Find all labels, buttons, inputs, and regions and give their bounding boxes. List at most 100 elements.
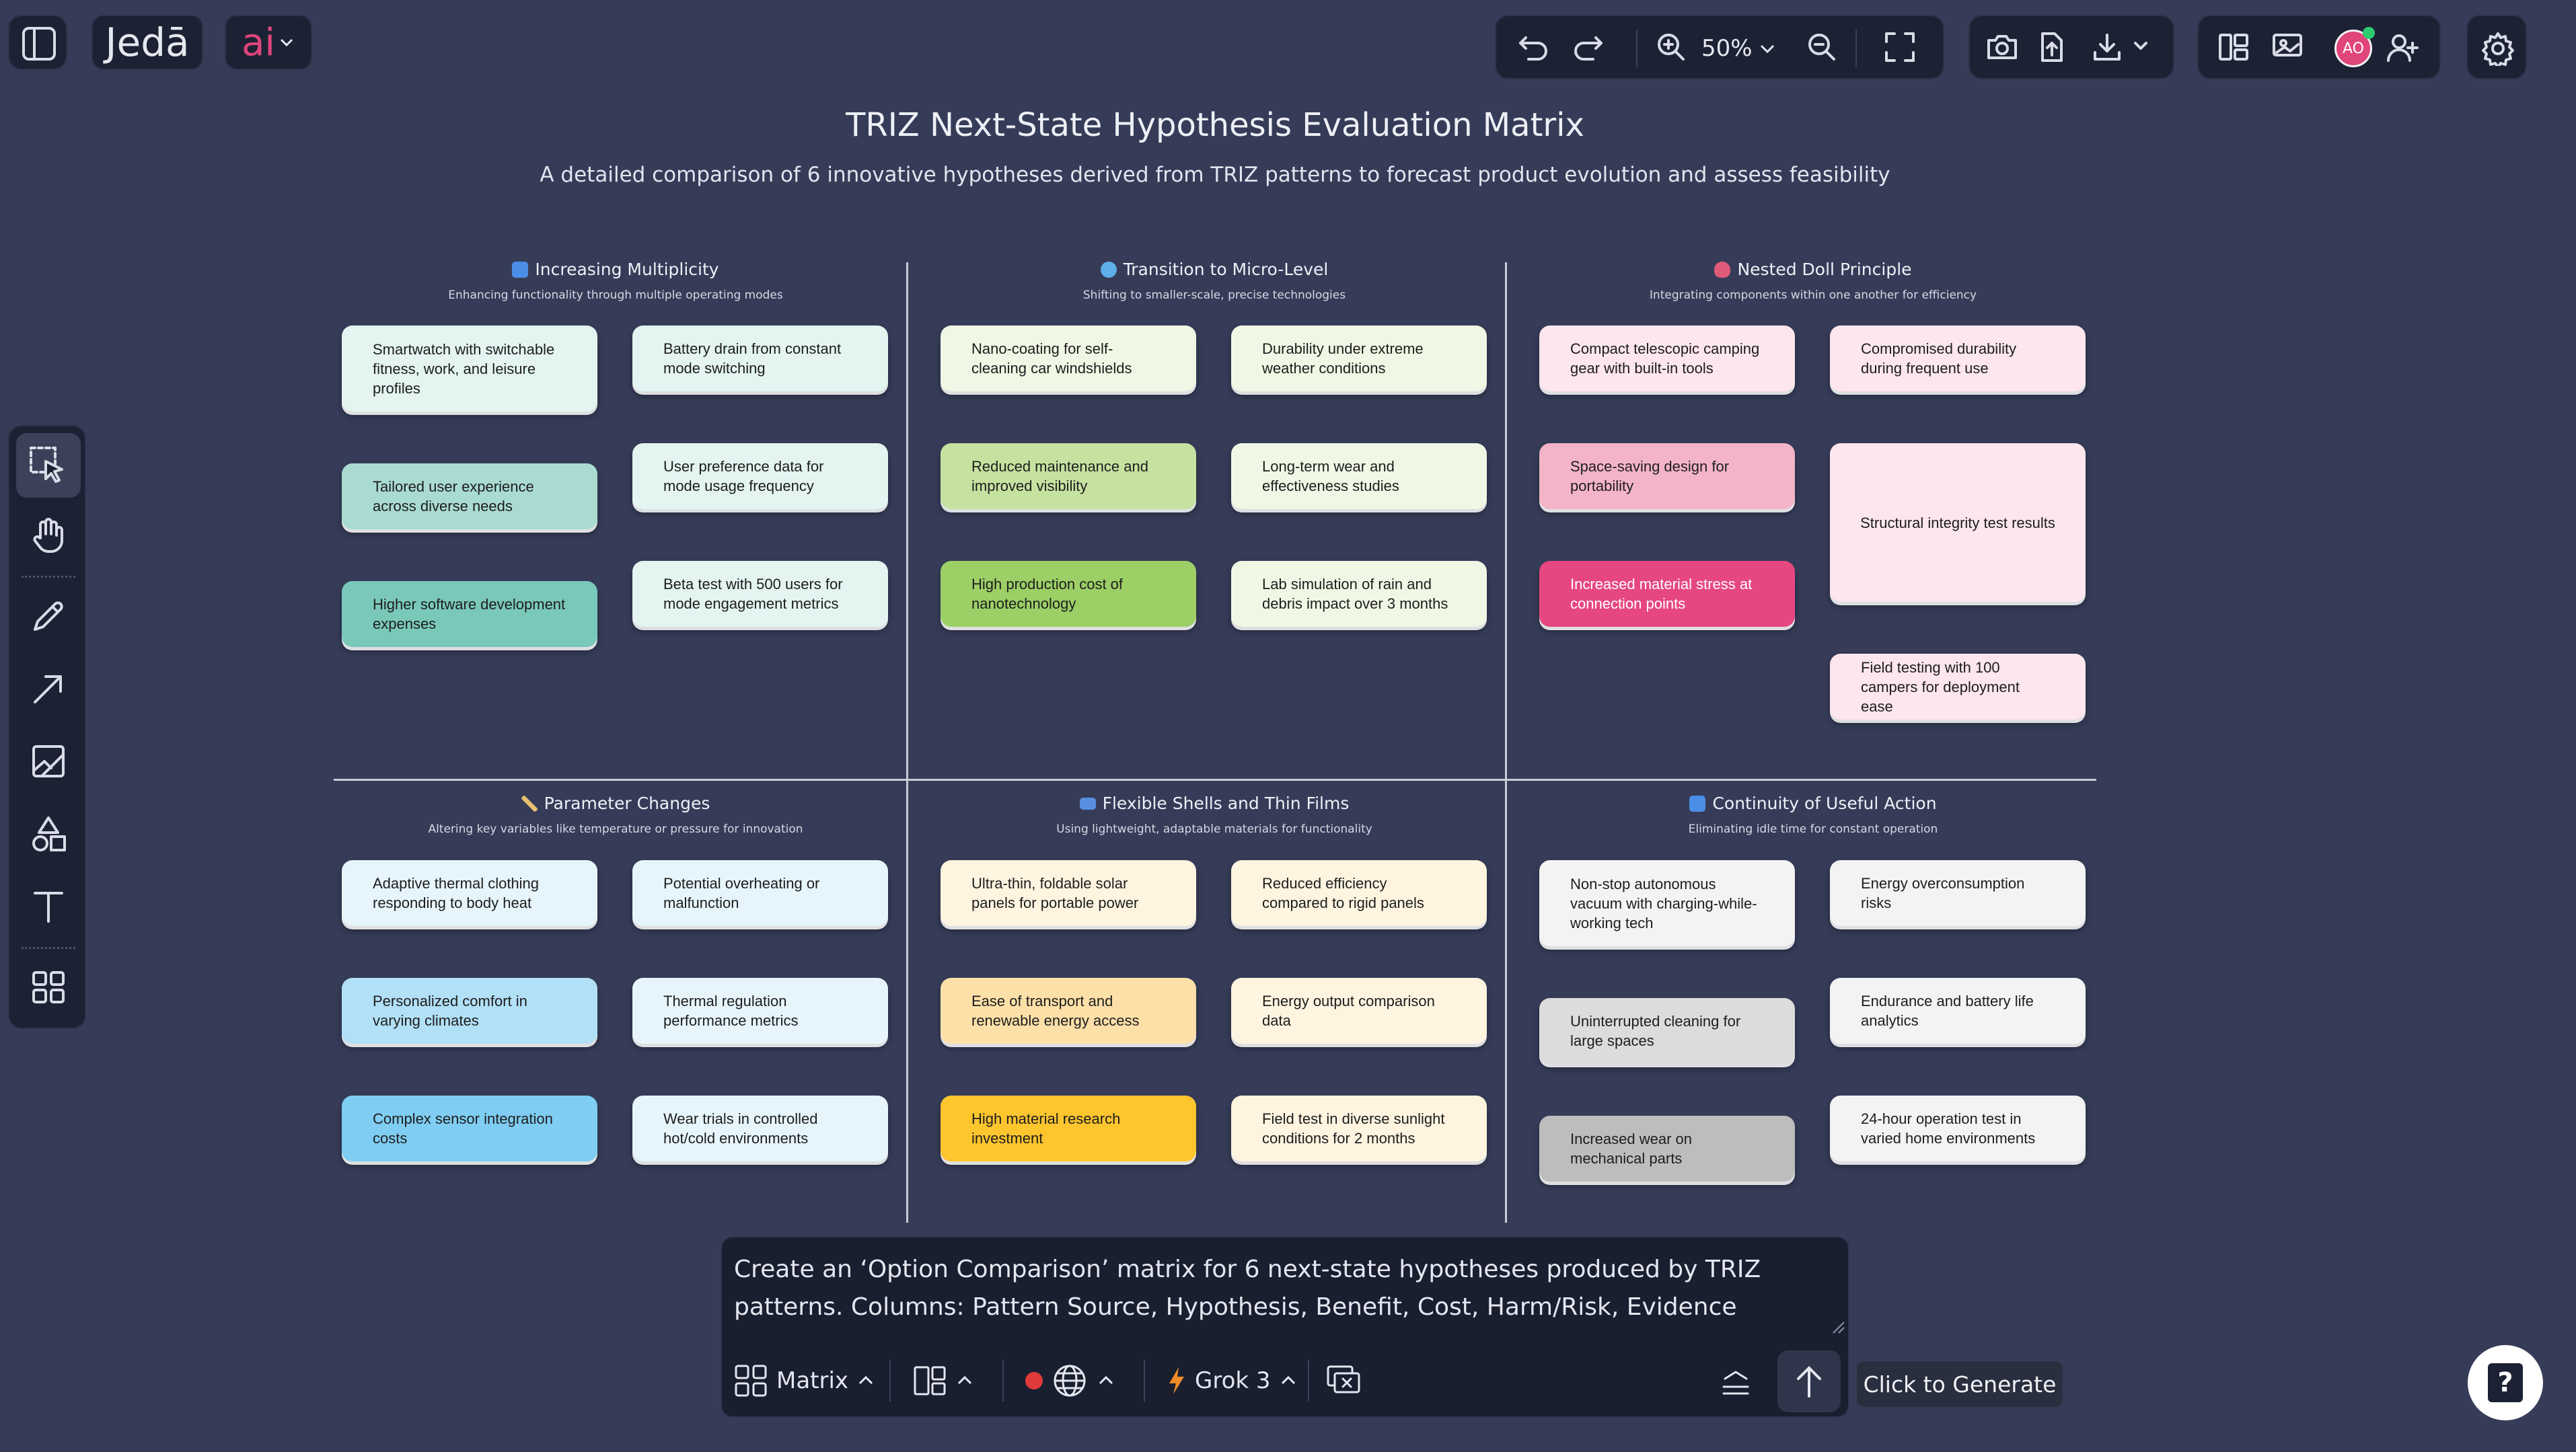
- templates-tool-button[interactable]: [22, 960, 75, 1014]
- app-logo[interactable]: Jedā: [91, 15, 203, 70]
- quadrant-description[interactable]: Eliminating idle time for constant opera…: [1688, 823, 1938, 836]
- sticky-note[interactable]: Field testing with 100 campers for deplo…: [1830, 654, 2086, 720]
- download-menu-button[interactable]: [2083, 26, 2164, 69]
- chevron-down-icon: [278, 34, 295, 51]
- present-button[interactable]: [2266, 26, 2309, 69]
- sticky-note[interactable]: Ultra-thin, foldable solar panels for po…: [941, 860, 1196, 926]
- sticky-note[interactable]: Space-saving design for portability: [1539, 443, 1795, 509]
- quadrant-header: Parameter Changes Altering key variables…: [326, 794, 905, 836]
- arrow-tool-button[interactable]: [22, 662, 75, 716]
- quadrant-description[interactable]: Using lightweight, adaptable materials f…: [1056, 823, 1372, 836]
- sticky-note[interactable]: Field test in diverse sunlight condition…: [1231, 1096, 1487, 1161]
- user-avatar[interactable]: AO: [2334, 30, 2372, 67]
- sticky-note[interactable]: Nano-coating for self-cleaning car winds…: [941, 326, 1196, 391]
- sticky-note[interactable]: Structural integrity test results: [1830, 443, 2086, 602]
- quadrant-title[interactable]: Flexible Shells and Thin Films: [1102, 794, 1350, 813]
- sticky-note[interactable]: Tailored user experience across diverse …: [342, 463, 597, 529]
- sticky-note[interactable]: Reduced efficiency compared to rigid pan…: [1231, 860, 1487, 926]
- sticky-note[interactable]: Compromised durability during frequent u…: [1830, 326, 2086, 391]
- quadrant-description[interactable]: Shifting to smaller-scale, precise techn…: [1082, 289, 1346, 302]
- pen-tool-button[interactable]: [22, 589, 75, 643]
- sticky-note[interactable]: High production cost of nanotechnology: [941, 561, 1196, 627]
- quadrant-title[interactable]: Increasing Multiplicity: [535, 260, 719, 279]
- download-icon: [2094, 34, 2147, 61]
- sticky-note[interactable]: Beta test with 500 users for mode engage…: [632, 561, 888, 627]
- sticky-note[interactable]: Smartwatch with switchable fitness, work…: [342, 326, 597, 412]
- quadrant-title[interactable]: Parameter Changes: [544, 794, 710, 813]
- generate-button[interactable]: [1777, 1350, 1841, 1412]
- sticky-note[interactable]: Thermal regulation performance metrics: [632, 978, 888, 1044]
- chevron-up-icon: [957, 1375, 972, 1385]
- screenshot-button[interactable]: [1981, 26, 2024, 69]
- hand-icon: [33, 518, 63, 553]
- matrix-title[interactable]: TRIZ Next-State Hypothesis Evaluation Ma…: [846, 106, 1584, 144]
- quadrant-description[interactable]: Enhancing functionality through multiple…: [448, 289, 783, 302]
- select-tool-button[interactable]: [22, 438, 75, 492]
- sticky-note[interactable]: High material research investment: [941, 1096, 1196, 1161]
- sticky-note[interactable]: Uninterrupted cleaning for large spaces: [1539, 998, 1795, 1064]
- quadrant-description[interactable]: Integrating components within one anothe…: [1649, 289, 1977, 302]
- layout-select[interactable]: [912, 1360, 974, 1402]
- sticky-note[interactable]: Wear trials in controlled hot/cold envir…: [632, 1096, 888, 1161]
- sticky-note[interactable]: Adaptive thermal clothing responding to …: [342, 860, 597, 926]
- grid-divider-vertical: [906, 262, 908, 1223]
- quadrant-header: Increasing Multiplicity Enhancing functi…: [326, 260, 905, 302]
- pencil-icon: [34, 601, 63, 631]
- fit-screen-button[interactable]: [1878, 26, 1921, 69]
- upload-button[interactable]: [2030, 26, 2073, 69]
- sticky-note[interactable]: Compact telescopic camping gear with bui…: [1539, 326, 1795, 391]
- prompt-input[interactable]: Create an ‘Option Comparison’ matrix for…: [734, 1256, 1761, 1321]
- settings-button[interactable]: [2466, 15, 2527, 79]
- text-tool-button[interactable]: [22, 880, 75, 933]
- zoom-level-select[interactable]: 50%: [1701, 34, 1777, 63]
- sticky-note[interactable]: Battery drain from constant mode switchi…: [632, 326, 888, 391]
- sticky-note[interactable]: Durability under extreme weather conditi…: [1231, 326, 1487, 391]
- sticky-note[interactable]: Increased material stress at connection …: [1539, 561, 1795, 627]
- matrix-subtitle[interactable]: A detailed comparison of 6 innovative hy…: [540, 163, 1890, 187]
- sidebar-toggle-button[interactable]: [8, 15, 67, 70]
- sticky-note[interactable]: Endurance and battery life analytics: [1830, 978, 2086, 1044]
- quadrant-title[interactable]: Continuity of Useful Action: [1712, 794, 1937, 813]
- sticky-note[interactable]: Non-stop autonomous vacuum with charging…: [1539, 860, 1795, 946]
- redo-button[interactable]: [1566, 26, 1609, 69]
- zoom-in-button[interactable]: [1650, 26, 1693, 69]
- fullscreen-icon: [1885, 32, 1915, 62]
- sticky-note[interactable]: Ease of transport and renewable energy a…: [941, 978, 1196, 1044]
- zoom-out-icon: [1808, 34, 1835, 61]
- invite-user-button[interactable]: [2382, 26, 2425, 69]
- resize-handle-icon[interactable]: [1831, 1320, 1847, 1336]
- record-dot-icon: [1025, 1372, 1043, 1389]
- frame-tool-button[interactable]: [22, 734, 75, 788]
- sticky-note[interactable]: Personalized comfort in varying climates: [342, 978, 597, 1044]
- help-button[interactable]: ?: [2468, 1345, 2543, 1420]
- sticky-note[interactable]: 24-hour operation test in varied home en…: [1830, 1096, 2086, 1161]
- attach-button[interactable]: [1323, 1361, 1366, 1402]
- presentation-icon: [2273, 34, 2302, 56]
- undo-button[interactable]: [1512, 26, 1555, 69]
- sticky-note[interactable]: User preference data for mode usage freq…: [632, 443, 888, 509]
- model-select[interactable]: Grok 3: [1167, 1360, 1298, 1402]
- sticky-note[interactable]: Reduced maintenance and improved visibil…: [941, 443, 1196, 509]
- sticky-note[interactable]: Increased wear on mechanical parts: [1539, 1116, 1795, 1182]
- multiplicity-icon: [512, 261, 529, 278]
- sticky-note[interactable]: Complex sensor integration costs: [342, 1096, 597, 1161]
- quadrant-description[interactable]: Altering key variables like temperature …: [428, 823, 803, 836]
- mode-select[interactable]: Matrix: [733, 1360, 875, 1402]
- sticky-note[interactable]: Energy overconsumption risks: [1830, 860, 2086, 926]
- pan-tool-button[interactable]: [22, 508, 75, 562]
- sticky-note[interactable]: Higher software development expenses: [342, 581, 597, 647]
- collapse-prompt-button[interactable]: [1714, 1363, 1757, 1403]
- web-search-select[interactable]: [1025, 1360, 1115, 1402]
- layout-button[interactable]: [2212, 26, 2255, 69]
- quadrant-title[interactable]: Transition to Micro-Level: [1123, 260, 1329, 279]
- tool-rail: [8, 425, 86, 1029]
- quadrant-title[interactable]: Nested Doll Principle: [1737, 260, 1912, 279]
- layout-icon: [2219, 34, 2248, 61]
- sticky-note[interactable]: Lab simulation of rain and debris impact…: [1231, 561, 1487, 627]
- shapes-tool-button[interactable]: [22, 807, 75, 861]
- sticky-note[interactable]: Long-term wear and effectiveness studies: [1231, 443, 1487, 509]
- zoom-out-button[interactable]: [1800, 26, 1843, 69]
- sticky-note[interactable]: Energy output comparison data: [1231, 978, 1487, 1044]
- sticky-note[interactable]: Potential overheating or malfunction: [632, 860, 888, 926]
- ai-menu-button[interactable]: ai: [225, 15, 312, 70]
